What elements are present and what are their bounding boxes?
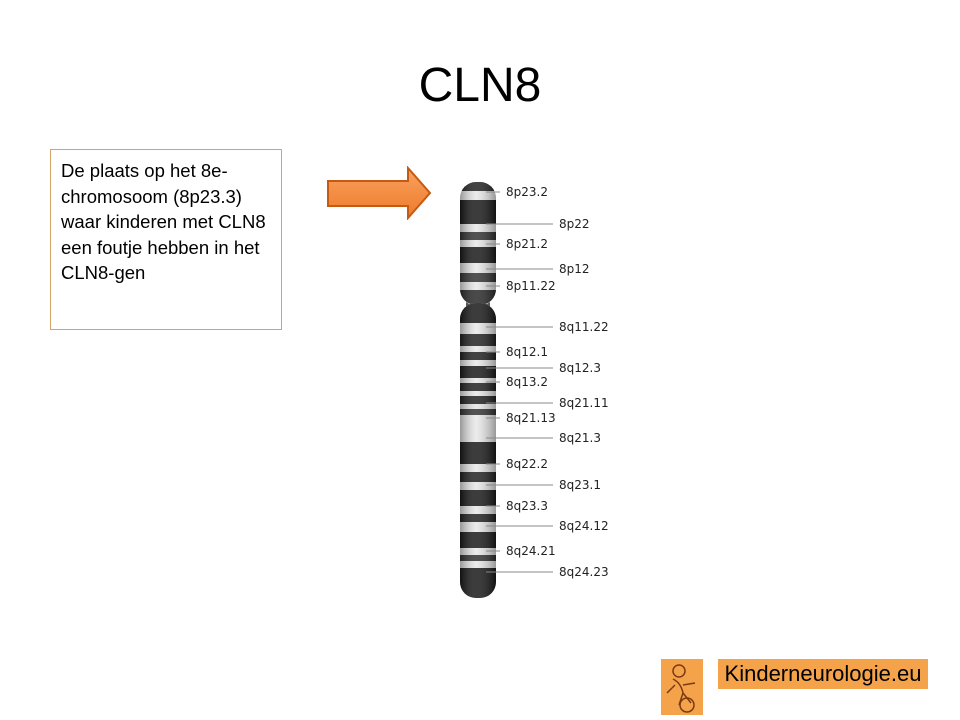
band-label-8p12: 8p12 <box>559 262 590 276</box>
band-label-8p21-2: 8p21.2 <box>506 237 548 251</box>
band-label-8q11-22: 8q11.22 <box>559 320 609 334</box>
q-arm <box>460 303 496 598</box>
orange-arrow-icon <box>327 166 432 220</box>
kinderneurologie-logo-icon <box>661 659 703 715</box>
band-label-8q12-1: 8q12.1 <box>506 345 548 359</box>
band-label-8q21-13: 8q21.13 <box>506 411 556 425</box>
description-box: De plaats op het 8e-chromosoom (8p23.3) … <box>50 149 282 330</box>
band-label-8q12-3: 8q12.3 <box>559 361 601 375</box>
band-label-8q24-21: 8q24.21 <box>506 544 556 558</box>
band-label-8q24-12: 8q24.12 <box>559 519 609 533</box>
band-label-8q21-11: 8q21.11 <box>559 396 609 410</box>
band-label-8q22-2: 8q22.2 <box>506 457 548 471</box>
band-label-8q21-3: 8q21.3 <box>559 431 601 445</box>
slide-title: CLN8 <box>418 59 542 112</box>
band-labels: 8p23.28p21.28p11.228q12.18q13.28q21.138q… <box>486 185 609 579</box>
band-label-8q23-1: 8q23.1 <box>559 478 601 492</box>
band-label-8p23-2: 8p23.2 <box>506 185 548 199</box>
band-label-8p11-22: 8p11.22 <box>506 279 556 293</box>
band-label-8q23-3: 8q23.3 <box>506 499 548 513</box>
chromosome-8-ideogram: 8p23.28p21.28p11.228q12.18q13.28q21.138q… <box>460 182 609 598</box>
band-label-8q13-2: 8q13.2 <box>506 375 548 389</box>
band-label-8p22: 8p22 <box>559 217 590 231</box>
band-label-8q24-23: 8q24.23 <box>559 565 609 579</box>
kinderneurologie-logo-text: Kinderneurologie.eu <box>718 659 928 689</box>
